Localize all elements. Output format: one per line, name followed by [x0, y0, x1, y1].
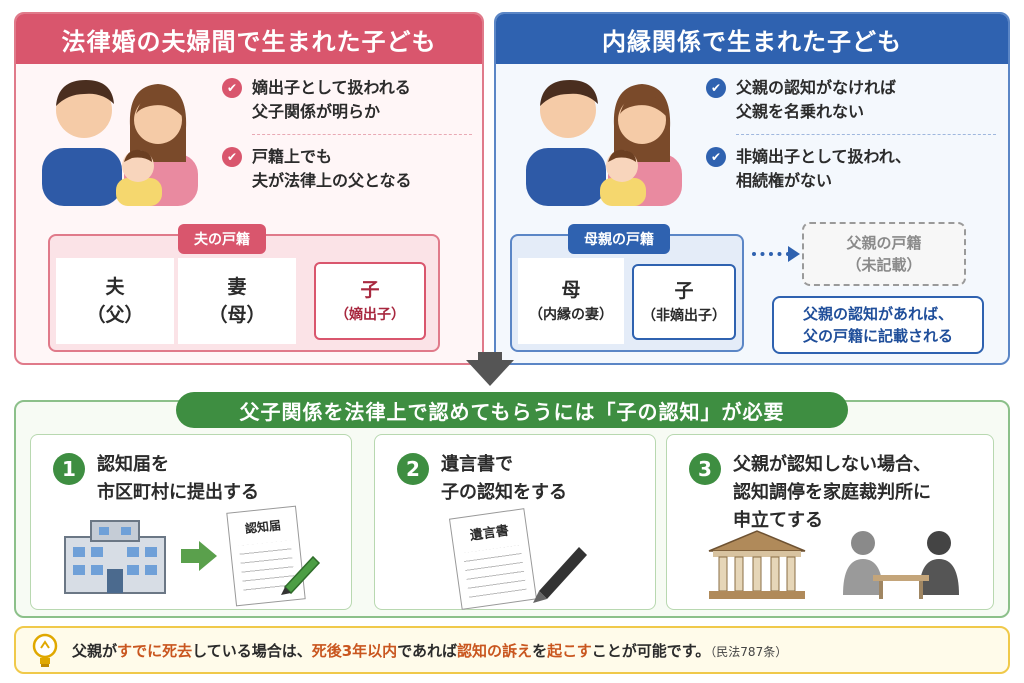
- check-icon: ✔: [222, 147, 242, 167]
- check-text: 非嫡出子として扱われ、 相続権がない: [736, 147, 911, 190]
- city-office-icon: [64, 520, 166, 594]
- form-title: 認知届: [244, 518, 282, 537]
- check-icon: ✔: [222, 78, 242, 98]
- father-koseki-status: （未記載）: [846, 256, 922, 274]
- right-arrow-head: [199, 541, 217, 571]
- illegit-child-cell: 子 （非嫡出子）: [632, 264, 736, 340]
- cell-subtitle: （非嫡出子）: [642, 308, 726, 324]
- family-illustration-right: [526, 80, 682, 206]
- common-law-checks: ✔ 父親の認知がなければ 父親を名乗れない ✔ 非嫡出子として扱われ、 相続権が…: [706, 76, 996, 193]
- divider: [736, 134, 996, 135]
- check-item: ✔ 非嫡出子として扱われ、 相続権がない: [706, 145, 996, 193]
- common-law-title: 内縁関係で生まれた子ども: [496, 14, 1008, 64]
- recognition-note-text: 父親の認知があれば、 父の戸籍に記載される: [802, 305, 953, 345]
- step-2-card: 2 遺言書で 子の認知をする 遺言書: [374, 434, 656, 610]
- lightbulb-icon: [32, 633, 58, 667]
- step-text: 認知届を 市区町村に提出する: [97, 454, 259, 503]
- check-icon: ✔: [706, 147, 726, 167]
- check-text: 嫡出子として扱われる 父子関係が明らか: [252, 78, 411, 121]
- father-koseki-box: 父親の戸籍 （未記載）: [802, 222, 966, 286]
- check-text: 戸籍上でも 夫が法律上の父となる: [252, 147, 412, 190]
- notice-part: している場合は、: [192, 641, 312, 660]
- courthouse-icon: [708, 530, 806, 599]
- family-illustration-left: [42, 80, 198, 206]
- cell-title: 子: [674, 280, 694, 302]
- legal-marriage-checks: ✔ 嫡出子として扱われる 父子関係が明らか ✔ 戸籍上でも 夫が法律上の父となる: [222, 76, 472, 193]
- pen-icon: [281, 555, 321, 595]
- step-text: 遺言書で 子の認知をする: [441, 454, 567, 503]
- legal-marriage-title: 法律婚の夫婦間で生まれた子ども: [16, 14, 482, 64]
- will-document: 遺言書: [448, 508, 538, 610]
- arrow-head: [788, 246, 800, 262]
- cell-title: 妻: [227, 276, 247, 298]
- divider: [252, 134, 472, 135]
- check-item: ✔ 戸籍上でも 夫が法律上の父となる: [222, 145, 472, 193]
- notice-part: 父親が: [72, 641, 118, 660]
- cell-title: 夫: [105, 276, 125, 298]
- step-number: 2: [397, 453, 429, 485]
- legit-child-cell: 子 （嫡出子）: [314, 262, 426, 340]
- mediation-icon: [843, 531, 959, 599]
- check-icon: ✔: [706, 78, 726, 98]
- notice-part: であれば: [397, 641, 458, 660]
- down-arrow-icon: [466, 360, 514, 386]
- husband-cell: 夫 （父）: [56, 258, 174, 344]
- cell-subtitle: （内縁の妻）: [529, 307, 613, 323]
- notice-highlight: すでに死去: [117, 641, 193, 660]
- father-koseki-label: 父親の戸籍: [846, 234, 922, 252]
- cell-title: 母: [561, 279, 581, 301]
- will-title: 遺言書: [469, 523, 510, 544]
- will-lines: [462, 545, 528, 603]
- step-1-card: 1 認知届を 市区町村に提出する 認知届: [30, 434, 352, 610]
- mother-koseki-label: 母親の戸籍: [568, 224, 670, 254]
- husband-koseki-label: 夫の戸籍: [178, 224, 266, 254]
- notice-bar: 父親がすでに死去している場合は、死後3年以内であれば認知の訴えを起こすことが可能…: [14, 626, 1010, 674]
- notice-highlight: 認知の訴え: [457, 641, 533, 660]
- check-text: 父親の認知がなければ 父親を名乗れない: [736, 78, 897, 121]
- notice-highlight: 起こす: [547, 641, 592, 660]
- check-item: ✔ 嫡出子として扱われる 父子関係が明らか: [222, 76, 472, 124]
- notice-part: ことが可能です。: [591, 641, 711, 660]
- mother-cell: 母 （内縁の妻）: [518, 258, 624, 344]
- cell-subtitle: （父）: [86, 304, 144, 326]
- recognition-note: 父親の認知があれば、 父の戸籍に記載される: [772, 296, 984, 354]
- fountain-pen-icon: [533, 547, 587, 603]
- cell-subtitle: （嫡出子）: [335, 307, 405, 323]
- step-3-card: 3 父親が認知しない場合、 認知調停を家庭裁判所に 申立てする: [666, 434, 994, 610]
- notice-reference: （民法787条）: [710, 644, 788, 659]
- dotted-arrow: [752, 252, 790, 256]
- recognition-title: 父子関係を法律上で認めてもらうには「子の認知」が必要: [176, 392, 848, 428]
- right-arrow-icon: [181, 549, 201, 563]
- notice-highlight: 死後3年以内: [311, 641, 398, 660]
- cell-title: 子: [360, 279, 380, 301]
- step-number: 1: [53, 453, 85, 485]
- step-text: 父親が認知しない場合、 認知調停を家庭裁判所に 申立てする: [733, 454, 931, 531]
- notice-part: を: [532, 641, 548, 660]
- notice-text: 父親がすでに死去している場合は、死後3年以内であれば認知の訴えを起こすことが可能…: [72, 640, 787, 661]
- step-number: 3: [689, 453, 721, 485]
- cell-subtitle: （母）: [208, 304, 266, 326]
- wife-cell: 妻 （母）: [178, 258, 296, 344]
- check-item: ✔ 父親の認知がなければ 父親を名乗れない: [706, 76, 996, 124]
